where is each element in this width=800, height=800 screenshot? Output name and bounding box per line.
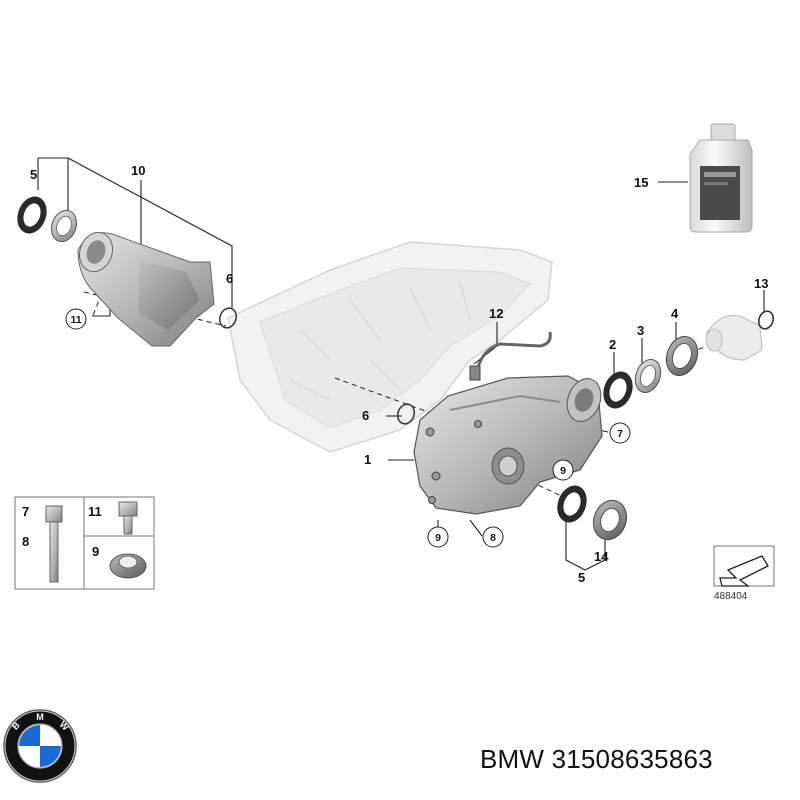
kit-label-9: 9 xyxy=(92,544,99,559)
callout-3: 3 xyxy=(637,323,644,338)
radial-seal-part-5 xyxy=(17,196,47,234)
callout-5-bottom: 5 xyxy=(578,570,585,585)
snap-ring-part-13 xyxy=(757,310,775,330)
callout-4: 4 xyxy=(671,306,679,321)
fastener-kit-box xyxy=(14,496,155,590)
kit-label-11: 11 xyxy=(88,504,102,519)
vent-hose-part-12 xyxy=(469,331,552,381)
circled-callout-11: 11 xyxy=(65,308,87,330)
callout-14: 14 xyxy=(594,549,609,564)
svg-text:11: 11 xyxy=(70,314,81,326)
callout-13: 13 xyxy=(754,276,768,291)
bmw-logo: B M W xyxy=(3,709,77,783)
o-ring-part-6-upper xyxy=(218,307,238,329)
sealing-ring-part-4 xyxy=(665,336,699,376)
callout-12: 12 xyxy=(489,306,503,321)
orientation-arrow-box xyxy=(713,545,775,587)
callout-2: 2 xyxy=(609,337,616,352)
shaft-seal-part-2 xyxy=(603,371,633,409)
callout-15: 15 xyxy=(634,175,648,190)
spacer-ring-part-3 xyxy=(634,359,662,393)
threaded-ring-part-14 xyxy=(592,499,628,541)
o-ring-part-6-lower xyxy=(396,403,416,425)
svg-text:9: 9 xyxy=(435,532,441,544)
svg-text:8: 8 xyxy=(490,532,496,544)
circled-callout-8: 8 xyxy=(482,526,504,548)
callout-6-top: 6 xyxy=(226,271,233,286)
front-axle-differential-part-1 xyxy=(413,375,603,515)
reference-code: 488404 xyxy=(714,591,748,602)
circled-callout-9-right: 9 xyxy=(552,459,574,481)
input-flange xyxy=(705,314,763,361)
svg-text:9: 9 xyxy=(560,465,566,477)
circled-callout-7: 7 xyxy=(609,422,631,444)
callout-10: 10 xyxy=(131,163,145,178)
callout-1: 1 xyxy=(364,452,371,467)
output-shaft-housing-part-10 xyxy=(77,231,215,347)
gear-oil-bottle-part-15 xyxy=(689,123,753,233)
svg-text:7: 7 xyxy=(617,428,623,440)
callout-6-mid: 6 xyxy=(362,408,369,423)
kit-label-7: 7 xyxy=(22,504,29,519)
circled-callout-9-left: 9 xyxy=(427,526,449,548)
oil-pan-ghost xyxy=(227,241,553,453)
part-number-caption: BMW 31508635863 xyxy=(480,744,713,774)
callout-5-top: 5 xyxy=(30,167,37,182)
bearing-ring xyxy=(50,209,78,243)
kit-label-8: 8 xyxy=(22,534,29,549)
radial-seal-part-5-lower xyxy=(557,485,587,523)
bmw-logo-letter-m: M xyxy=(36,712,44,722)
